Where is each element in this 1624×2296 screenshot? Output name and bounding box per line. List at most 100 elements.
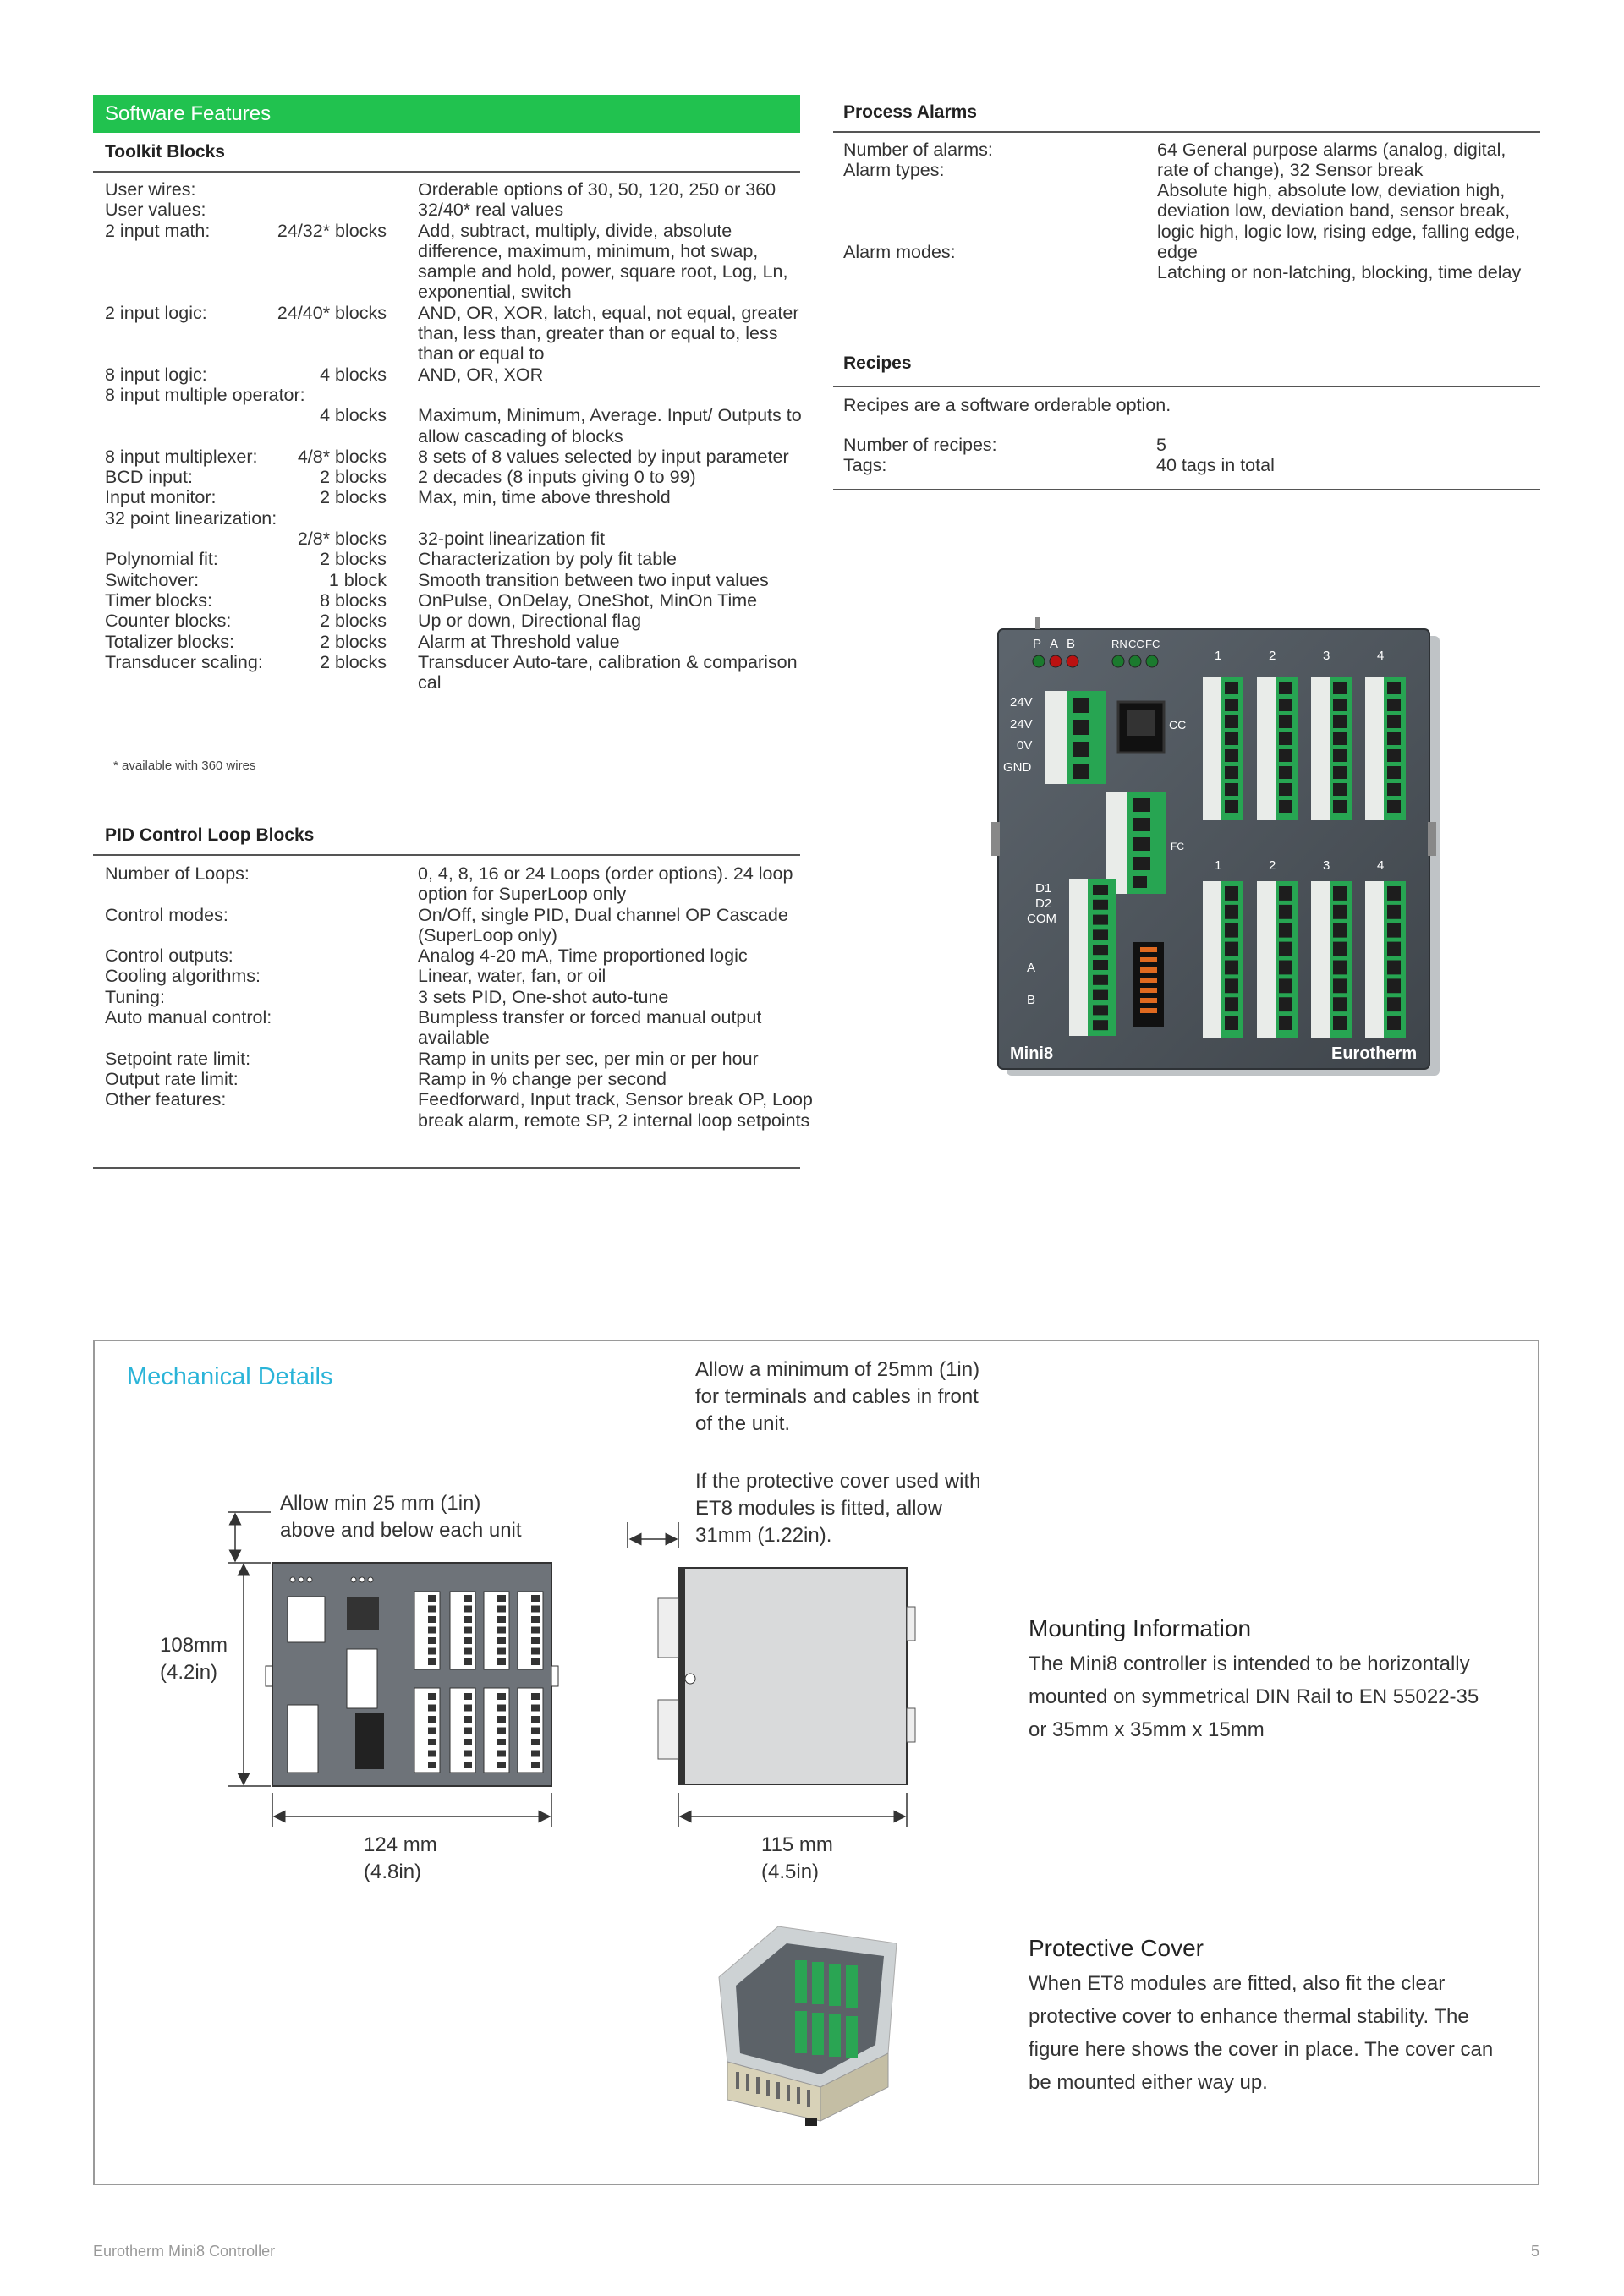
toolkit-count: 24/32* blocks xyxy=(277,220,387,241)
pid-row: Cooling algorithms:Linear, water, fan, o… xyxy=(105,966,798,986)
toolkit-value xyxy=(418,508,815,529)
alarm-value: Latching or non-latching, blocking, time… xyxy=(1157,262,1522,282)
pid-row: Tuning: 3 sets PID, One-shot auto-tune xyxy=(105,987,798,1007)
toolkit-value: 8 sets of 8 values selected by input par… xyxy=(418,446,789,467)
pid-label: Tuning: xyxy=(105,986,165,1007)
pid-value: 0, 4, 8, 16 or 24 Loops (order options).… xyxy=(418,863,793,905)
led-label: RN xyxy=(1111,638,1127,650)
footnote: * available with 360 wires xyxy=(113,759,256,773)
pid-value: Analog 4-20 mA, Time proportioned logic xyxy=(418,945,748,967)
toolkit-label: User wires: xyxy=(105,179,196,200)
toolkit-count: 2 blocks xyxy=(320,651,387,672)
toolkit-count: 2/8* blocks xyxy=(297,529,387,550)
toolkit-value xyxy=(418,385,815,405)
power-label: 24V xyxy=(1010,695,1033,710)
divider xyxy=(833,489,1540,490)
slot-number: 3 xyxy=(1323,649,1330,663)
toolkit-value: Max, min, time above threshold xyxy=(418,487,671,508)
toolkit-row: User wires:Orderable options of 30, 50, … xyxy=(105,179,798,200)
slot-number: 1 xyxy=(1215,649,1221,663)
pid-blocks-title: PID Control Loop Blocks xyxy=(105,825,315,845)
height-dimension: 108mm xyxy=(160,1634,228,1657)
pid-value: Linear, water, fan, or oil xyxy=(418,966,606,987)
protective-cover-text: When ET8 modules are fitted, also fit th… xyxy=(1029,1972,1494,2094)
toolkit-row: Transducer scaling: 2 blocks Transducer Au… xyxy=(105,652,798,693)
mechanical-details-title: Mechanical Details xyxy=(127,1363,333,1390)
power-label: GND xyxy=(1003,760,1032,775)
pid-value: Ramp in % change per second xyxy=(418,1068,667,1089)
depth-dimension-inches: (4.5in) xyxy=(761,1860,820,1883)
toolkit-label: 2 input logic: xyxy=(105,302,207,323)
toolkit-count: 2 blocks xyxy=(320,549,387,570)
svg-text:A: A xyxy=(1027,961,1035,975)
toolkit-label: Totalizer blocks: xyxy=(105,631,234,652)
mini8-device-photo: P A B RN CC FC 24V 24V 0V GND CC FC D1 D… xyxy=(991,611,1448,1084)
toolkit-label: 8 input logic: xyxy=(105,364,207,385)
recipe-label: Number of recipes: xyxy=(843,435,997,455)
alarm-label: Number of alarms: xyxy=(843,140,993,160)
toolkit-count: 2 blocks xyxy=(320,487,387,508)
recipe-label: Tags: xyxy=(843,455,887,476)
pid-spec-list: Number of Loops: 0, 4, 8, 16 or 24 Loops … xyxy=(105,863,813,1131)
divider xyxy=(833,131,1540,133)
port-label: CC xyxy=(1169,718,1186,732)
protective-cover-photo xyxy=(702,1918,905,2129)
toolkit-count: 24/40* blocks xyxy=(277,302,387,323)
pid-label: Number of Loops: xyxy=(105,863,250,884)
toolkit-row: User values: 32/40* real values xyxy=(105,200,798,220)
toolkit-value: Add, subtract, multiply, divide, absolut… xyxy=(418,220,788,303)
toolkit-value: Transducer Auto-tare, calibration & comp… xyxy=(418,651,798,693)
front-clearance-note: Allow a minimum of 25mm (1in) for termin… xyxy=(695,1358,980,1435)
toolkit-label: 8 input multiple operator: xyxy=(105,384,305,405)
toolkit-label: User values: xyxy=(105,200,206,221)
width-dimension: 124 mm xyxy=(364,1833,437,1856)
pid-label: Output rate limit: xyxy=(105,1068,239,1089)
port-label: FC xyxy=(1171,841,1184,852)
toolkit-count: 8 blocks xyxy=(320,589,387,611)
pid-row: Auto manual control:Bumpless transfer or… xyxy=(105,1007,798,1049)
alarm-label: Alarm modes: xyxy=(843,242,956,262)
slot-number: 2 xyxy=(1269,858,1276,873)
toolkit-count: 2 blocks xyxy=(320,611,387,632)
power-label: 24V xyxy=(1010,717,1033,732)
toolkit-count: 2 blocks xyxy=(320,467,387,488)
led-label: P xyxy=(1033,637,1041,651)
alarm-value: 64 General purpose alarms (analog, digit… xyxy=(1157,140,1506,181)
toolkit-row: 8 input multiple operator: xyxy=(105,385,798,405)
pid-row: Setpoint rate limit:Ramp in units per se… xyxy=(105,1049,798,1069)
toolkit-count: 4 blocks xyxy=(320,405,387,426)
toolkit-count: 1 block xyxy=(328,569,387,590)
process-alarms-title: Process Alarms xyxy=(843,102,977,122)
led-label: A xyxy=(1050,637,1058,651)
svg-text:B: B xyxy=(1027,993,1035,1007)
recipe-row: Number of recipes:5 xyxy=(843,435,1537,455)
divider xyxy=(93,854,800,856)
pid-value: 3 sets PID, One-shot auto-tune xyxy=(418,986,669,1007)
io-label: D1 xyxy=(1035,881,1051,896)
pid-row: Control outputs:Analog 4-20 mA, Time pro… xyxy=(105,945,798,966)
toolkit-value: 32/40* real values xyxy=(418,200,564,221)
toolkit-value: AND, OR, XOR xyxy=(418,364,544,385)
pid-value: On/Off, single PID, Dual channel OP Casc… xyxy=(418,904,788,945)
mini8-device-illustration: P A B RN CC FC 24V 24V 0V GND CC FC D1 D… xyxy=(991,617,1440,1076)
pid-label: Setpoint rate limit: xyxy=(105,1048,251,1069)
toolkit-label: BCD input: xyxy=(105,467,193,488)
toolkit-label: Transducer scaling: xyxy=(105,651,263,672)
mounting-info-text: The Mini8 controller is intended to be h… xyxy=(1029,1652,1479,1741)
recipes-intro: Recipes are a software orderable option. xyxy=(843,395,1171,415)
width-dimension-inches: (4.8in) xyxy=(364,1860,422,1883)
software-features-header: Software Features xyxy=(93,95,800,133)
page-number: 5 xyxy=(1531,2243,1540,2260)
toolkit-count: 4/8* blocks xyxy=(297,446,387,467)
toolkit-label: Timer blocks: xyxy=(105,589,213,611)
pid-label: Auto manual control: xyxy=(105,1007,272,1028)
